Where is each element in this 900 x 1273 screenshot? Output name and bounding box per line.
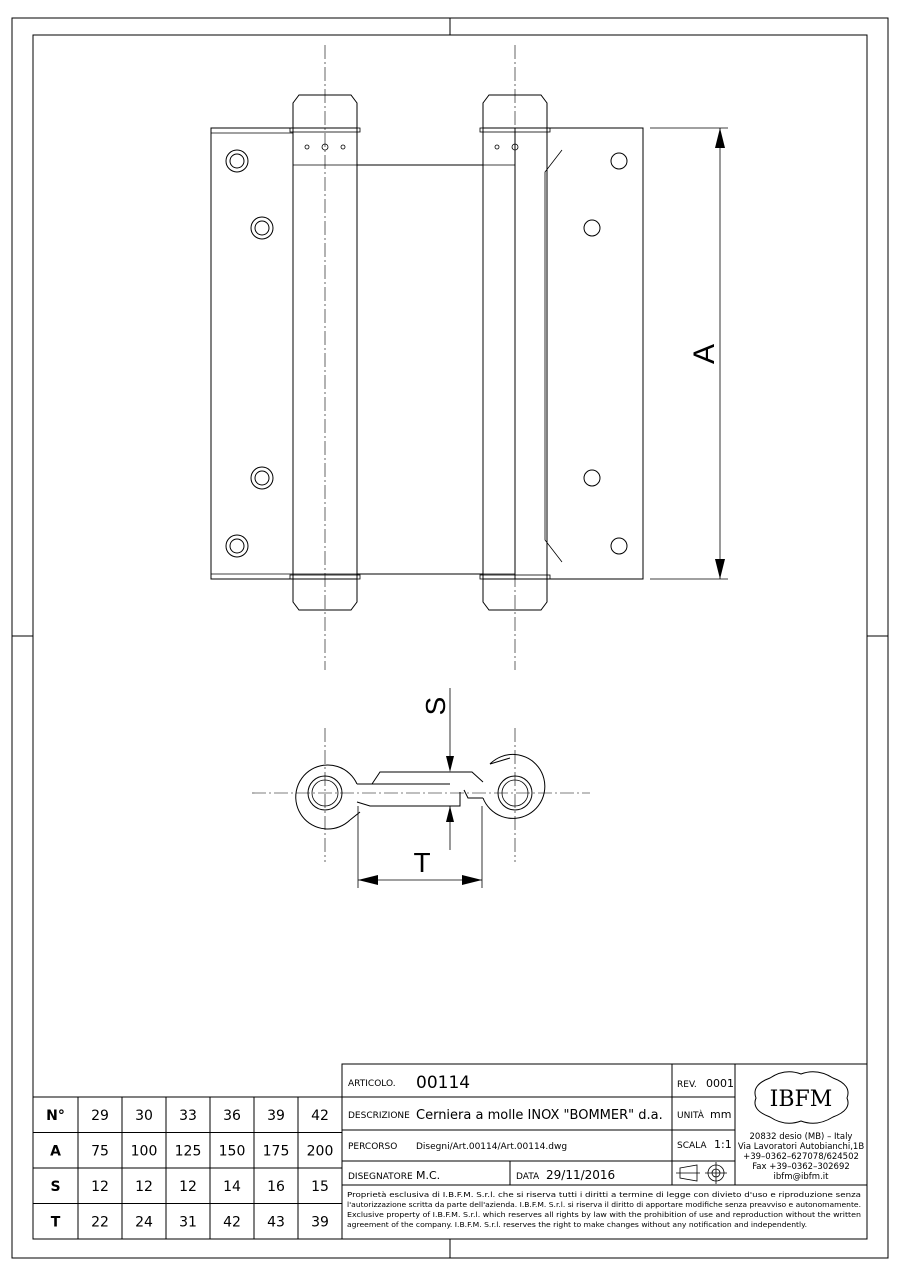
company-address-2: Via Lavoratori Autobianchi,1B: [738, 1142, 864, 1152]
percorso-value: Disegni/Art.00114/Art.00114.dwg: [416, 1142, 567, 1152]
hinge-front-view: A: [210, 45, 728, 670]
legal-line-4: agreement of the company. I.B.F.M. S.r.l…: [347, 1221, 807, 1229]
articolo-value: 00114: [416, 1073, 470, 1093]
size-table-column-header: 33: [179, 1108, 197, 1124]
size-table-cell: 12: [135, 1179, 153, 1195]
descrizione-label: DESCRIZIONE: [348, 1111, 410, 1121]
size-table-cell: 150: [219, 1143, 246, 1159]
size-table-cell: 42: [223, 1214, 241, 1230]
descrizione-value: Cerniera a molle INOX "BOMMER" d.a.: [416, 1108, 663, 1123]
dimension-s-label: S: [420, 697, 451, 716]
size-table-cell: 31: [179, 1214, 197, 1230]
disegnatore-label: DISEGNATORE: [348, 1172, 413, 1182]
left-leaf: [210, 127, 294, 580]
size-table-column-header: 30: [135, 1108, 153, 1124]
company-logo-frame: [754, 1071, 849, 1124]
size-table-cell: 22: [91, 1214, 109, 1230]
articolo-label: ARTICOLO.: [348, 1079, 396, 1089]
size-table-cell: 15: [311, 1179, 329, 1195]
data-value: 29/11/2016: [546, 1168, 615, 1182]
screw-holes-right: [583, 152, 628, 555]
size-table-cell: 125: [175, 1143, 202, 1159]
size-table-cell: 12: [179, 1179, 197, 1195]
disegnatore-value: M.C.: [416, 1169, 440, 1182]
scala-label: SCALA: [677, 1141, 707, 1151]
company-address-1: 20832 desio (MB) – Italy: [750, 1132, 853, 1142]
size-table-cell: 24: [135, 1214, 153, 1230]
company-address-5: ibfm@ibfm.it: [774, 1172, 830, 1182]
size-table-column-header: 29: [91, 1108, 109, 1124]
company-block: IBFM 20832 desio (MB) – Italy Via Lavora…: [738, 1071, 864, 1182]
percorso-label: PERCORSO: [348, 1142, 397, 1152]
size-table-cell: 43: [267, 1214, 285, 1230]
scala-value: 1:1: [714, 1138, 732, 1151]
size-table-column-header: 42: [311, 1108, 329, 1124]
dimension-t-label: T: [413, 847, 430, 878]
projection-symbol-icon: [676, 1162, 727, 1184]
size-table-cell: 14: [223, 1179, 241, 1195]
company-address-3: +39–0362–627078/624502: [743, 1152, 859, 1162]
size-table-row-label: T: [51, 1214, 61, 1230]
data-label: DATA: [516, 1172, 540, 1182]
size-table-header-label: N°: [46, 1108, 65, 1124]
size-table-row-label: S: [50, 1179, 60, 1195]
size-table-column-header: 39: [267, 1108, 285, 1124]
size-table-cell: 16: [267, 1179, 285, 1195]
size-table-column-header: 36: [223, 1108, 241, 1124]
hinge-section-view: S T: [252, 688, 590, 888]
size-table-cell: 75: [91, 1143, 109, 1159]
screw-holes-left: [225, 149, 274, 558]
dimension-a: A: [650, 127, 728, 580]
title-block: ARTICOLO. 00114 REV. 0001 DESCRIZIONE Ce…: [341, 1063, 868, 1240]
company-address-4: Fax +39–0362–302692: [752, 1162, 850, 1172]
right-leaf: [514, 127, 644, 580]
company-logo: IBFM: [770, 1087, 833, 1112]
right-knuckle: [482, 753, 546, 819]
size-table-row-label: A: [50, 1143, 61, 1159]
outer-frame: [11, 17, 889, 1259]
rev-label: REV.: [677, 1080, 697, 1090]
size-table-cell: 200: [307, 1143, 334, 1159]
dimension-t: T: [357, 806, 483, 888]
dimension-a-label: A: [688, 344, 721, 364]
size-table-cell: 39: [311, 1214, 329, 1230]
size-table-cell: 12: [91, 1179, 109, 1195]
rev-value: 0001: [706, 1077, 734, 1090]
left-knuckle: [295, 764, 358, 830]
inner-frame: [32, 34, 868, 1240]
dimension-s: S: [420, 688, 454, 850]
unita-label: UNITÀ: [677, 1109, 705, 1121]
size-table-cell: 100: [131, 1143, 158, 1159]
size-table-cell: 175: [263, 1143, 290, 1159]
legal-line-3: Exclusive property of I.B.F.M. S.r.l. wh…: [347, 1211, 861, 1219]
right-leaf-bend: [544, 149, 563, 563]
legal-line-1: Proprietà esclusiva di I.B.F.M. S.r.l. c…: [347, 1191, 861, 1199]
legal-line-2: l'autorizzazione scritta da parte dell'a…: [347, 1201, 861, 1209]
unita-value: mm: [710, 1108, 731, 1121]
